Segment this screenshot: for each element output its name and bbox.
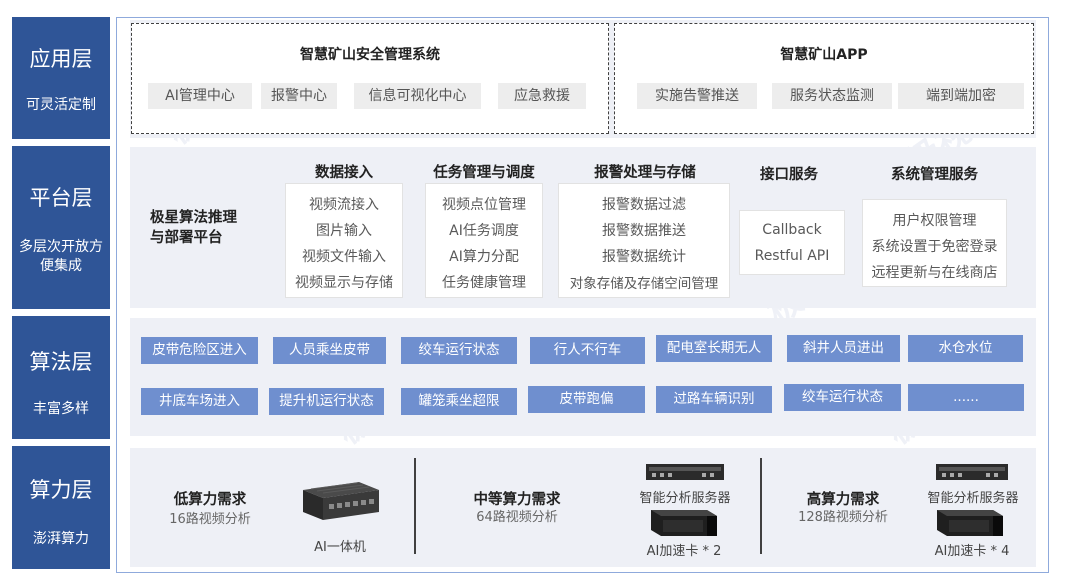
section-item: 报警数据推送: [602, 223, 686, 239]
section-item: 系统设置于免密登录: [871, 239, 998, 255]
algo-chip: 绞车运行状态: [784, 384, 901, 411]
compute-band: [130, 448, 1036, 567]
layer-title: 平台层: [29, 186, 93, 210]
section-item: AI算力分配: [449, 249, 519, 265]
server-label: 智能分析服务器: [927, 491, 1019, 506]
algo-chip: 井底车场进入: [141, 388, 258, 415]
layer-title: 算力层: [29, 478, 93, 502]
section-box-task: 视频点位管理 AI任务调度 AI算力分配 任务健康管理: [425, 183, 543, 298]
platform-core: 极星算法推理 与部署平台: [150, 208, 250, 248]
chip-alarm-center: 报警中心: [261, 83, 337, 109]
server-icon: [936, 464, 1008, 480]
compute-mid-title: 中等算力需求: [473, 492, 561, 508]
section-item: 报警数据过滤: [602, 197, 686, 213]
section-item: 视频流接入: [309, 197, 379, 213]
algo-chip: 过路车辆识别: [656, 386, 772, 413]
platform-core-line2: 与部署平台: [150, 230, 223, 246]
compute-mid-sub: 64路视频分析: [476, 510, 558, 525]
system-title: 智慧矿山安全管理系统: [300, 47, 440, 63]
section-item: 视频显示与存储: [295, 275, 393, 291]
divider: [414, 458, 416, 554]
section-item: Restful API: [754, 248, 830, 264]
chip-encryption: 端到端加密: [898, 83, 1024, 109]
ai-box-label: AI一体机: [314, 540, 366, 555]
section-title-task: 任务管理与调度: [433, 165, 535, 181]
section-item: Callback: [762, 222, 822, 238]
accelerator-card-icon: [649, 506, 719, 538]
layer-subtitle: 多层次开放方便集成: [19, 239, 103, 274]
algo-chip: 绞车运行状态: [401, 337, 517, 364]
platform-core-line1: 极星算法推理: [150, 210, 237, 226]
chip-emergency: 应急救援: [498, 83, 586, 109]
layer-title: 算法层: [29, 350, 93, 374]
section-box-data: 视频流接入 图片输入 视频文件输入 视频显示与存储: [285, 183, 403, 298]
section-item: 对象存储及存储空间管理: [569, 276, 719, 292]
accelerator-label: AI加速卡 * 2: [646, 544, 722, 559]
accelerator-card-icon: [935, 506, 1005, 538]
layer-algorithm: 算法层 丰富多样: [12, 316, 110, 439]
algo-chip: 皮带危险区进入: [141, 337, 258, 364]
accelerator-label: AI加速卡 * 4: [934, 544, 1010, 559]
section-box-interface: Callback Restful API: [739, 210, 845, 275]
section-item: 用户权限管理: [892, 213, 977, 229]
section-item: AI任务调度: [449, 223, 519, 239]
layer-title: 应用层: [29, 47, 93, 71]
algo-chip: 斜井人员进出: [787, 335, 900, 362]
algo-chip: 人员乘坐皮带: [273, 337, 386, 364]
app-box: 智慧矿山APP 实施告警推送 服务状态监测 端到端加密: [614, 23, 1034, 134]
algo-chip: ......: [908, 384, 1024, 411]
layer-platform: 平台层 多层次开放方便集成: [12, 146, 110, 309]
algo-chip: 行人不行车: [530, 337, 645, 364]
chip-service-monitor: 服务状态监测: [772, 83, 892, 109]
chip-ai-management: AI管理中心: [148, 83, 252, 109]
section-box-alarm: 报警数据过滤 报警数据推送 报警数据统计 对象存储及存储空间管理: [558, 183, 730, 298]
algo-chip: 提升机运行状态: [269, 388, 384, 415]
server-label: 智能分析服务器: [639, 491, 731, 506]
compute-low-title: 低算力需求: [173, 492, 247, 508]
ai-box-device-icon: [297, 476, 383, 524]
app-title: 智慧矿山APP: [780, 47, 868, 63]
section-title-system: 系统管理服务: [891, 167, 978, 183]
algo-chip: 配电室长期无人: [656, 335, 772, 362]
section-item: 远程更新与在线商店: [871, 265, 998, 281]
section-title-data: 数据接入: [315, 165, 373, 181]
algo-chip: 皮带跑偏: [528, 386, 645, 413]
section-title-interface: 接口服务: [760, 167, 818, 183]
layer-subtitle: 丰富多样: [33, 401, 89, 417]
layer-subtitle: 可灵活定制: [26, 97, 96, 113]
layer-compute: 算力层 澎湃算力: [12, 446, 110, 569]
layer-application: 应用层 可灵活定制: [12, 17, 110, 139]
section-title-alarm: 报警处理与存储: [594, 165, 696, 181]
section-item: 视频点位管理: [442, 197, 526, 213]
algo-chip: 水仓水位: [908, 335, 1023, 362]
server-icon: [646, 464, 724, 480]
layer-subtitle: 澎湃算力: [33, 531, 89, 547]
compute-high-sub: 128路视频分析: [798, 510, 888, 525]
chip-visualization: 信息可视化中心: [354, 83, 481, 109]
algo-chip: 罐笼乘坐超限: [401, 388, 517, 415]
system-box: 智慧矿山安全管理系统 AI管理中心 报警中心 信息可视化中心 应急救援: [131, 23, 609, 134]
compute-low-sub: 16路视频分析: [169, 512, 251, 527]
section-item: 视频文件输入: [302, 249, 386, 265]
section-item: 任务健康管理: [442, 275, 526, 291]
compute-high-title: 高算力需求: [806, 492, 880, 508]
section-item: 报警数据统计: [602, 249, 686, 265]
section-box-system: 用户权限管理 系统设置于免密登录 远程更新与在线商店: [862, 199, 1007, 287]
section-item: 图片输入: [316, 223, 372, 239]
divider: [760, 458, 762, 554]
chip-alarm-push: 实施告警推送: [637, 83, 757, 109]
algorithm-band: [130, 318, 1036, 436]
